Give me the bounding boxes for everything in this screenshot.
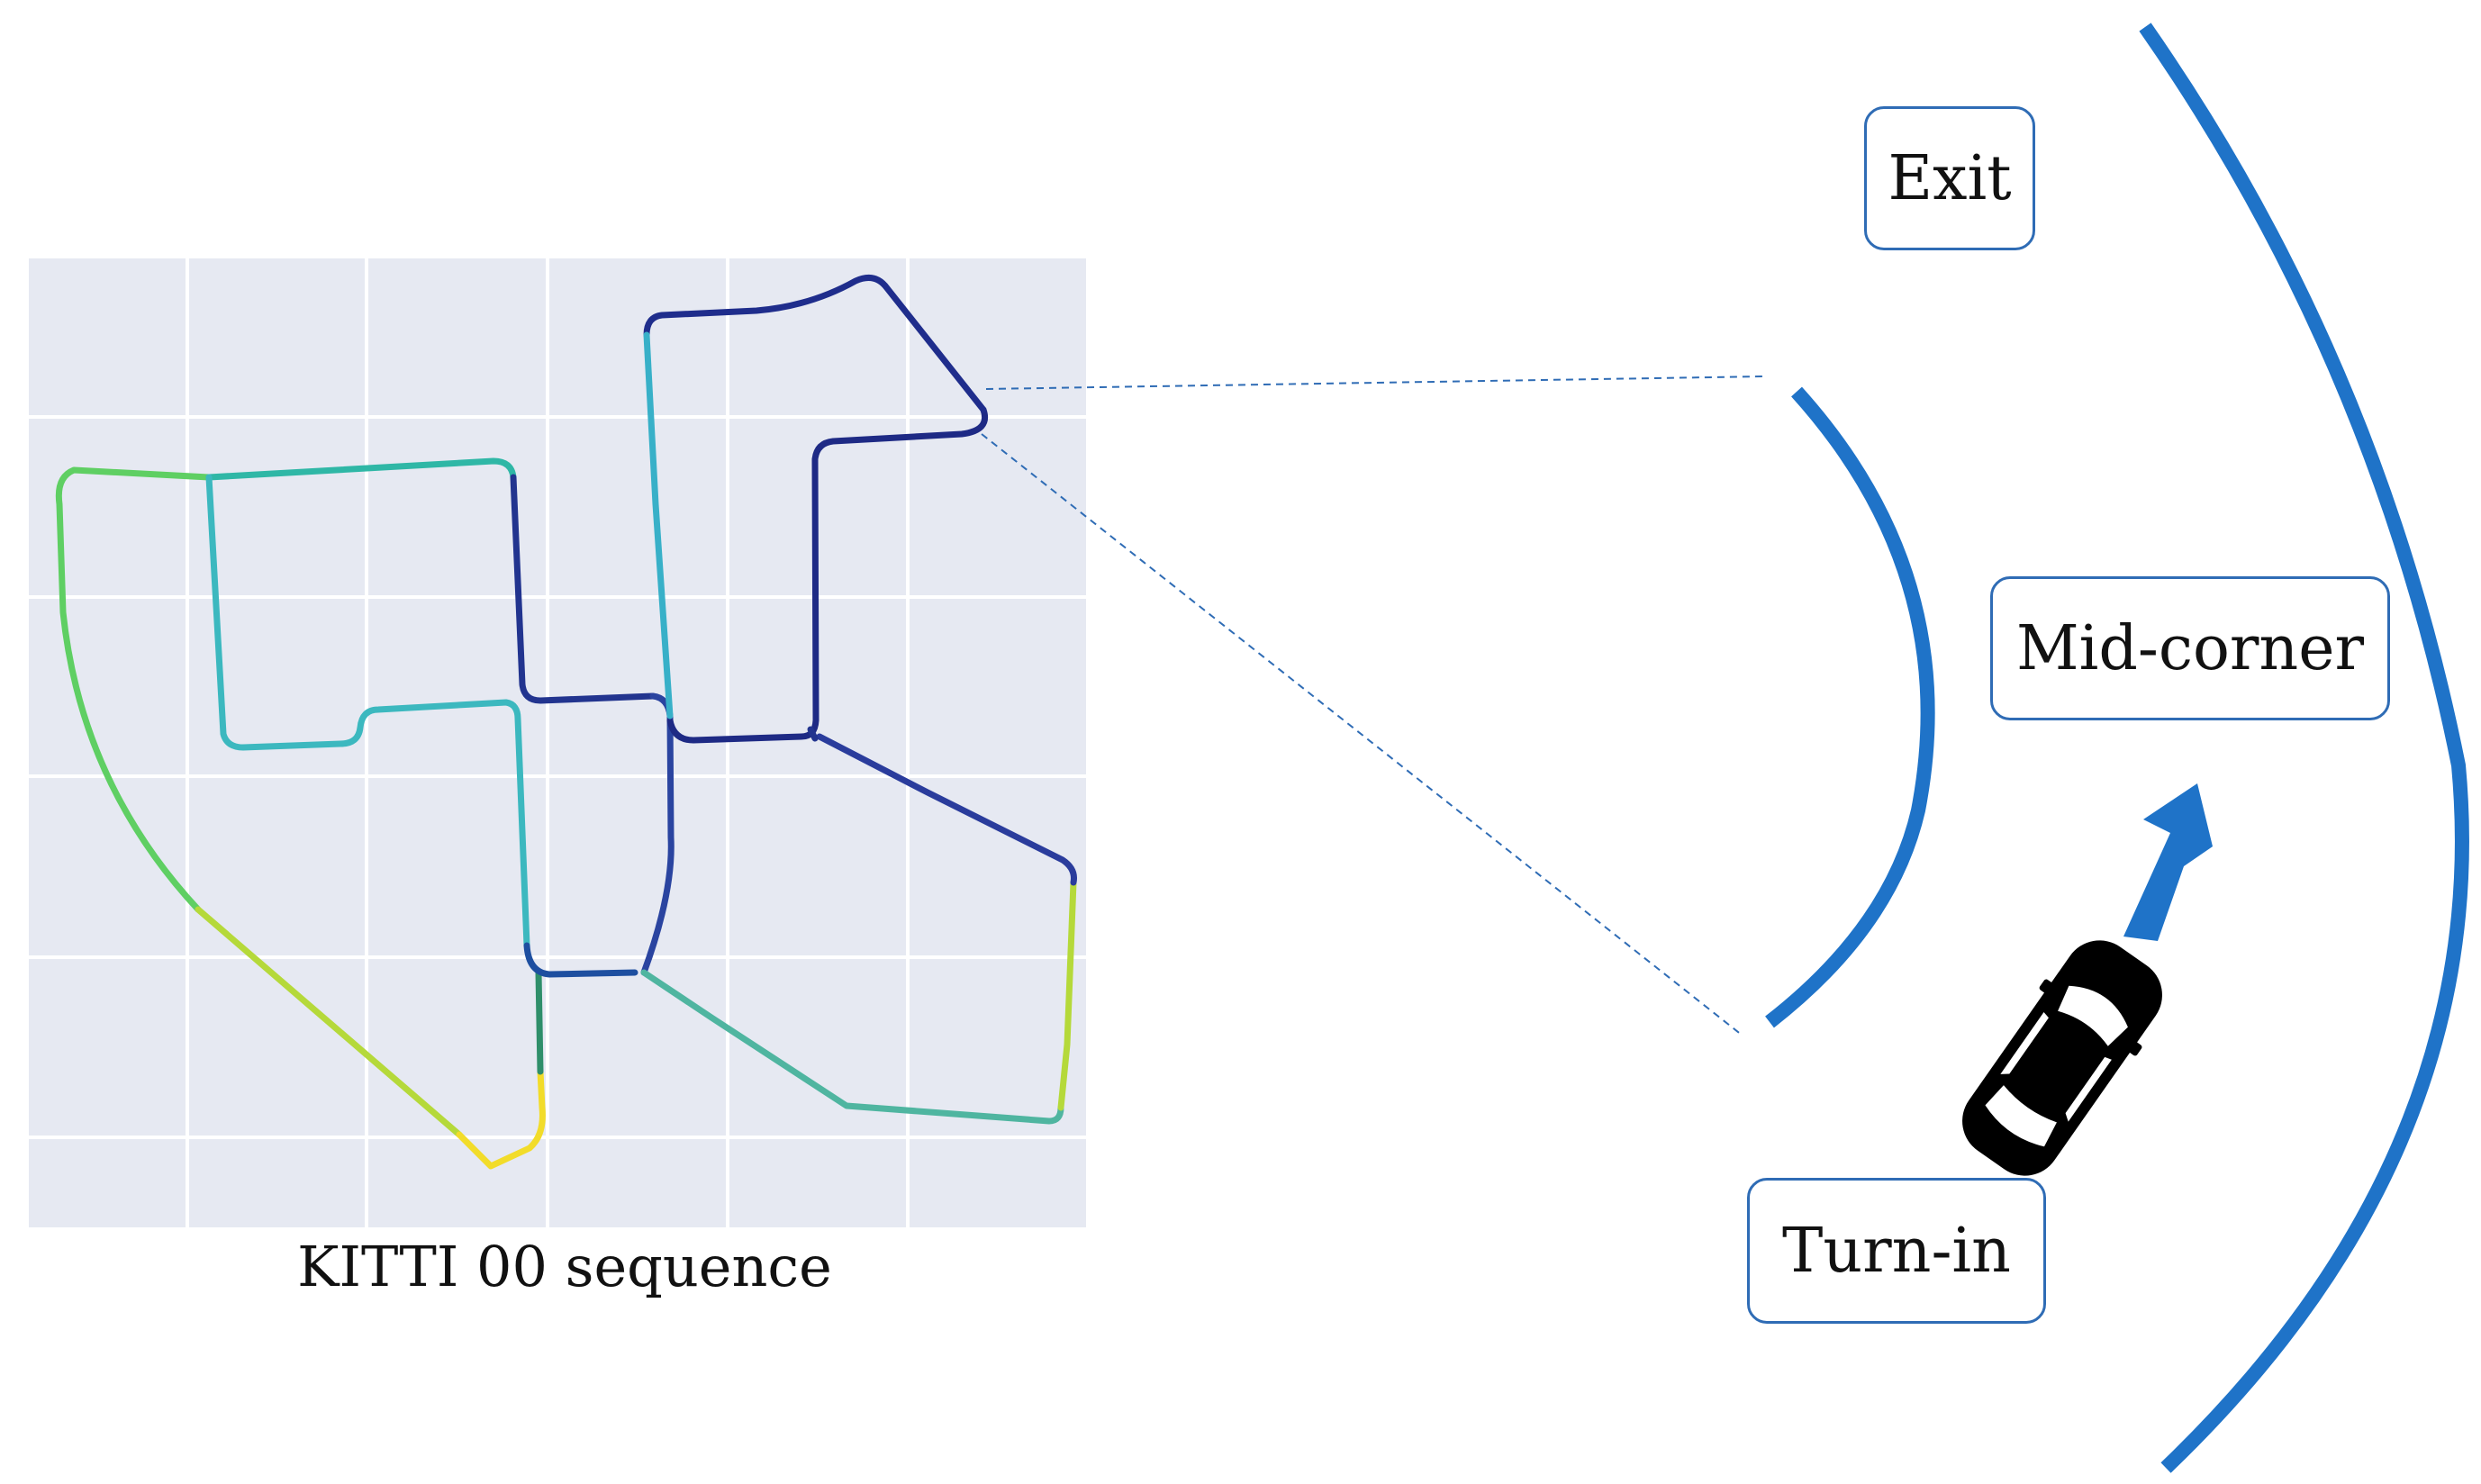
curve-diagram (1765, 23, 2469, 1473)
trajectory-segment (523, 942, 638, 978)
map-grid (29, 258, 1090, 1227)
map-caption: KITTI 00 sequence (297, 1234, 832, 1299)
phase-label-exit: Exit (1864, 106, 2035, 250)
map-background (29, 258, 1090, 1227)
direction-arrow-icon (2123, 783, 2213, 941)
trajectory-segment (816, 733, 1077, 886)
kitti-trajectory (55, 274, 1077, 1170)
trajectory-segment (510, 474, 656, 704)
trajectory-segment (195, 906, 463, 1138)
trajectory-segment (205, 474, 530, 949)
trajectory-segment (535, 969, 544, 1075)
trajectory-segment (807, 726, 819, 742)
inner-road-edge (1765, 386, 1935, 1028)
trajectory-segment (1057, 879, 1077, 1111)
outer-road-edge (2139, 23, 2469, 1473)
car-icon (1962, 940, 2162, 1176)
phase-label-mid-corner: Mid-corner (1990, 576, 2390, 720)
zoom-connectors (981, 376, 1766, 1036)
trajectory-segment (55, 466, 213, 913)
trajectory-segment (205, 457, 517, 481)
trajectory-segment (456, 1068, 546, 1170)
trajectory-segment (666, 406, 988, 744)
phase-label-turn-in: Turn-in (1747, 1178, 2046, 1324)
trajectory-segment (643, 274, 987, 413)
trajectory-segment (640, 969, 1064, 1125)
trajectory-segment (643, 331, 674, 719)
trajectory-segment (640, 692, 675, 976)
trajectory-map (29, 258, 1090, 1227)
